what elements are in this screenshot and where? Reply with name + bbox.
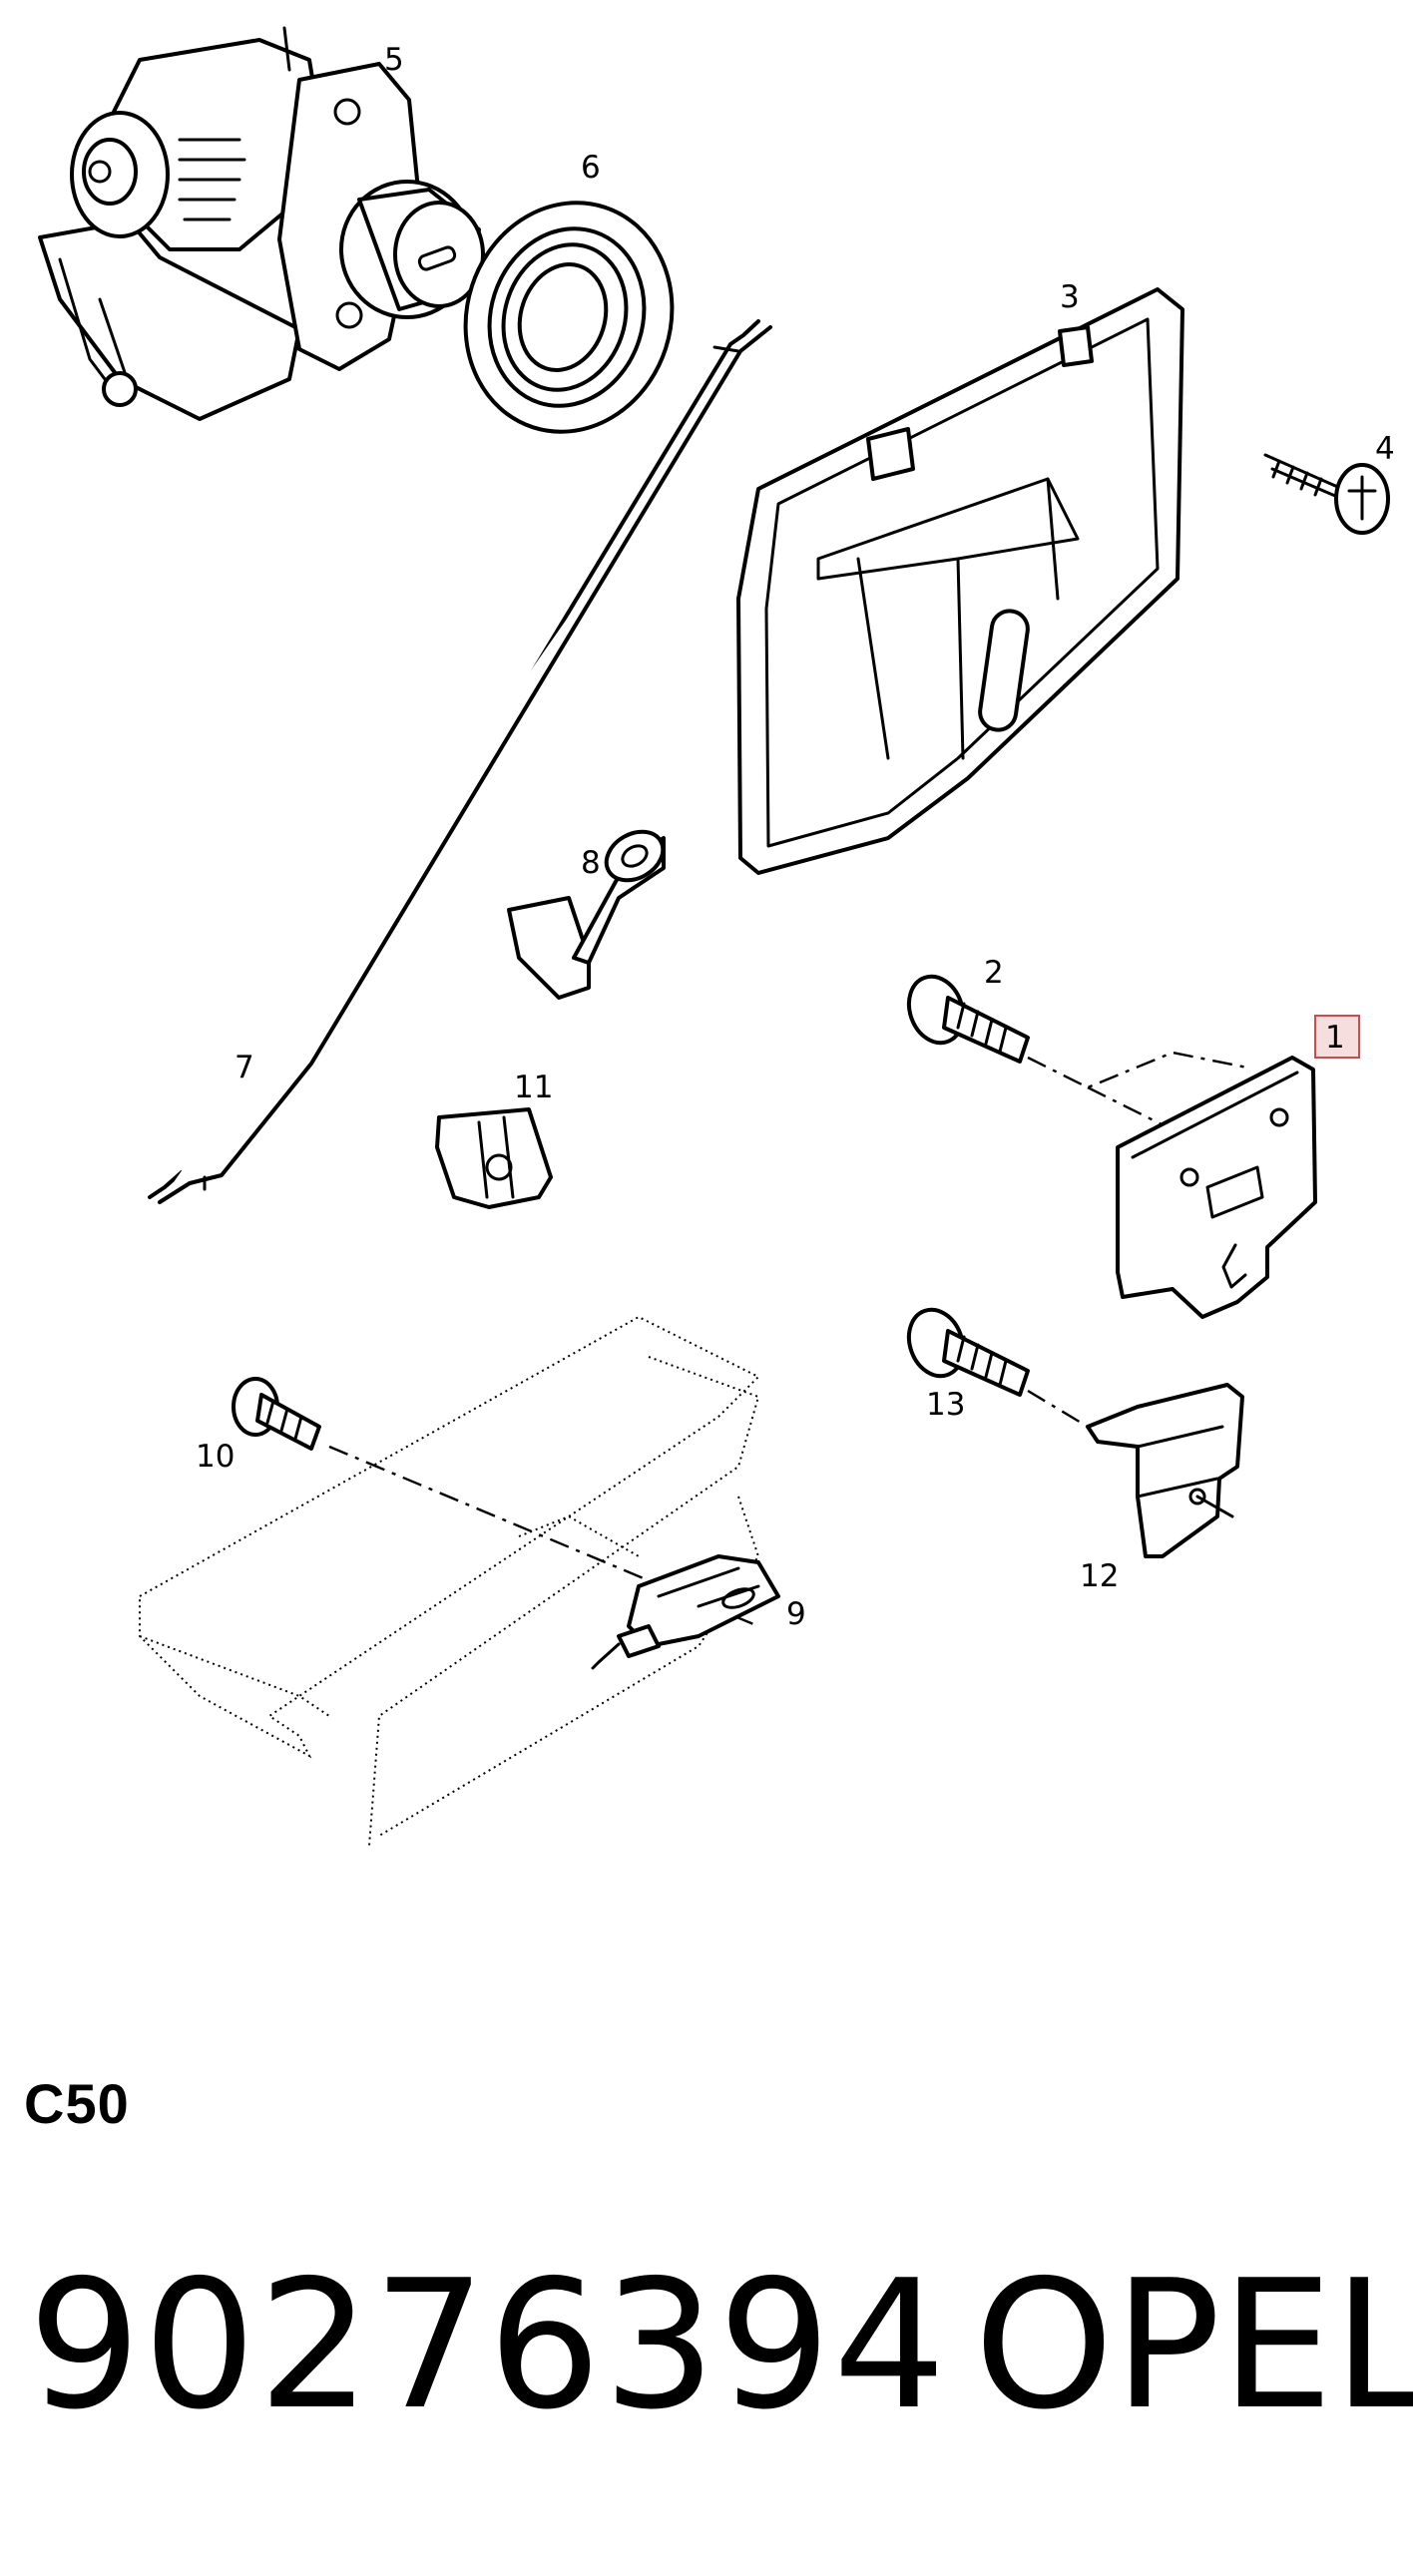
part-11-clip	[435, 1107, 553, 1209]
leader-line-10	[328, 1445, 759, 1628]
callout-11: 11	[514, 1070, 553, 1105]
callout-13: 13	[926, 1387, 965, 1423]
brand-name: OPEL	[974, 2242, 1413, 2448]
callout-8: 8	[581, 845, 601, 881]
part-12-bracket	[1086, 1383, 1244, 1558]
callout-1-highlight	[1314, 1015, 1360, 1059]
catalog-code: C50	[24, 2072, 130, 2135]
part-6-grommet	[463, 201, 675, 434]
callout-9: 9	[786, 1596, 806, 1632]
callout-4: 4	[1375, 431, 1395, 467]
callout-6: 6	[581, 150, 601, 186]
part-4-screw	[1263, 453, 1390, 535]
part-10-bolt	[232, 1377, 321, 1451]
callout-5: 5	[384, 42, 404, 78]
leader-line-13	[1027, 1389, 1089, 1429]
part-9-latch-switch	[591, 1554, 780, 1670]
leader-line-1-2	[1027, 1051, 1248, 1089]
part-3-cover-plate	[736, 287, 1184, 875]
callout-1: 1	[1325, 1020, 1345, 1056]
callout-3: 3	[1060, 279, 1080, 315]
callout-12: 12	[1080, 1558, 1119, 1594]
part-2-bolt	[906, 974, 1030, 1064]
callout-2: 2	[984, 955, 1004, 991]
callout-10: 10	[196, 1439, 235, 1475]
part-7-operating-rod	[148, 319, 772, 1204]
part-1-striker-plate	[1116, 1056, 1317, 1319]
part-8-rod-clip	[507, 829, 666, 1000]
callout-7: 7	[235, 1050, 254, 1085]
part-number: 90276394	[28, 2242, 948, 2448]
part-5-lock-assembly	[38, 26, 485, 421]
part-13-bolt	[906, 1307, 1030, 1397]
body-panel-outline	[139, 1315, 760, 1847]
